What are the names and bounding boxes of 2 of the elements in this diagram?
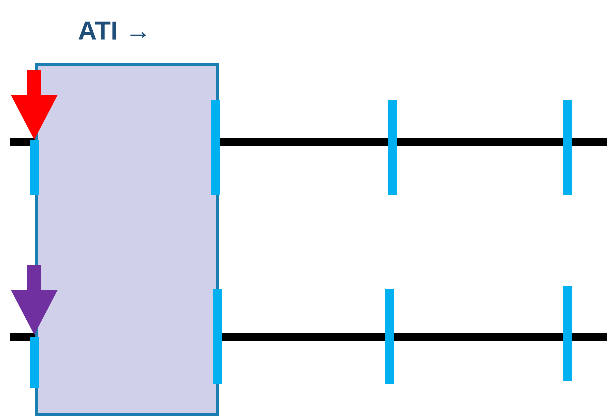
node-label: ATI → xyxy=(78,22,146,40)
interval-box: ATI → xyxy=(36,22,220,416)
